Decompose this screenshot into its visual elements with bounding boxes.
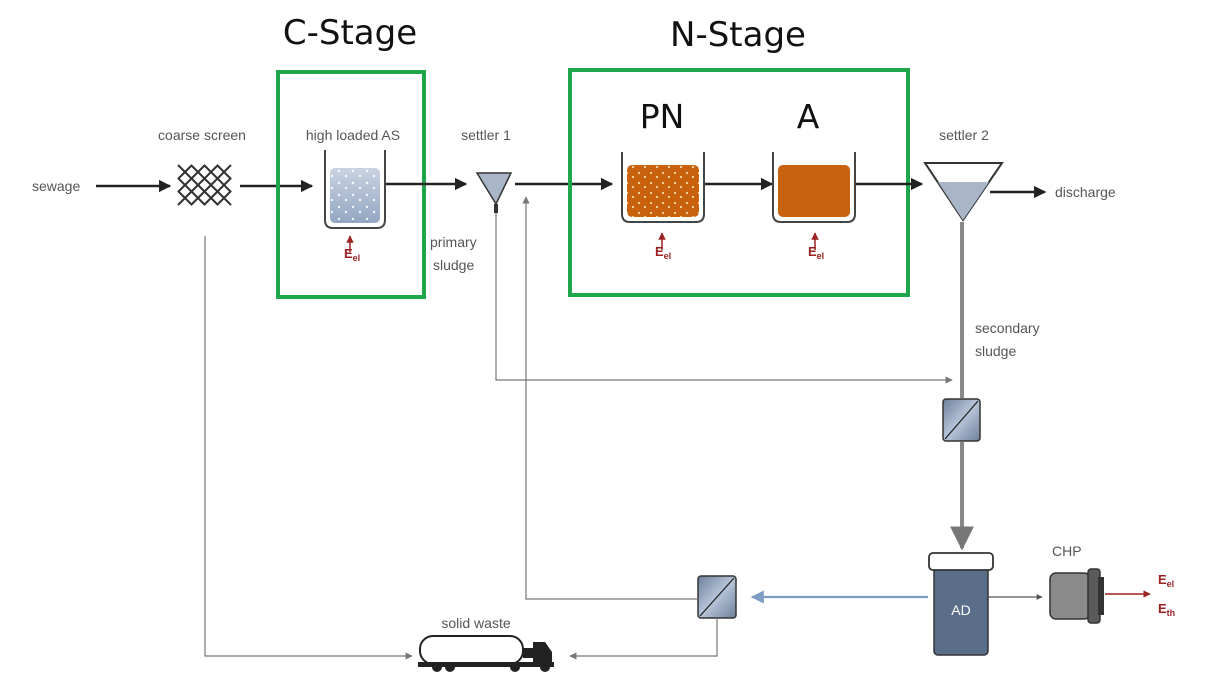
- cake-to-truck-line: [569, 618, 718, 660]
- energy-electric-a: Eel: [808, 244, 824, 261]
- coarse-screen-icon: [177, 164, 232, 206]
- anaerobic-digester-tank: [928, 552, 994, 656]
- anammox-reactor-tank: [772, 152, 856, 223]
- settler2-icon: [923, 162, 1004, 222]
- chp-engine-icon: [1049, 568, 1104, 624]
- chp-label: CHP: [1052, 543, 1082, 559]
- c-stage-label: C-Stage: [283, 13, 417, 53]
- energy-thermal-chp: Eth: [1158, 601, 1175, 618]
- solid-waste-label: solid waste: [441, 615, 510, 631]
- pn-reactor-tank: [621, 152, 705, 223]
- secondary-label: secondary: [975, 320, 1040, 336]
- settler1-label: settler 1: [461, 127, 511, 143]
- high-loaded-as-tank: [324, 150, 386, 229]
- primary-label: primary: [430, 234, 477, 250]
- n-stage-label: N-Stage: [670, 15, 806, 55]
- a-label: A: [797, 97, 820, 136]
- dewatering-icon: [697, 575, 737, 619]
- pn-label: PN: [640, 97, 685, 136]
- discharge-label: discharge: [1055, 184, 1116, 200]
- ad-label: AD: [951, 602, 970, 618]
- energy-electric-pn: Eel: [655, 244, 671, 261]
- secondary-sludge-label: sludge: [975, 343, 1016, 359]
- screenings-to-truck-line: [204, 236, 413, 660]
- energy-electric-chp: Eel: [1158, 572, 1174, 589]
- energy-electric-c: Eel: [344, 246, 360, 263]
- primary-sludge-label: sludge: [433, 257, 474, 273]
- n-stage-box: [568, 68, 910, 297]
- thickener-icon: [942, 398, 981, 442]
- primary-sludge-line: [495, 213, 953, 384]
- reject-water-return-line: [522, 196, 698, 600]
- sewage-label: sewage: [32, 178, 80, 194]
- truck-icon: [418, 635, 554, 672]
- settler2-label: settler 2: [939, 127, 989, 143]
- settler1-icon: [475, 172, 513, 213]
- high-loaded-as-label: high loaded AS: [306, 127, 400, 143]
- coarse-screen-label: coarse screen: [158, 127, 246, 143]
